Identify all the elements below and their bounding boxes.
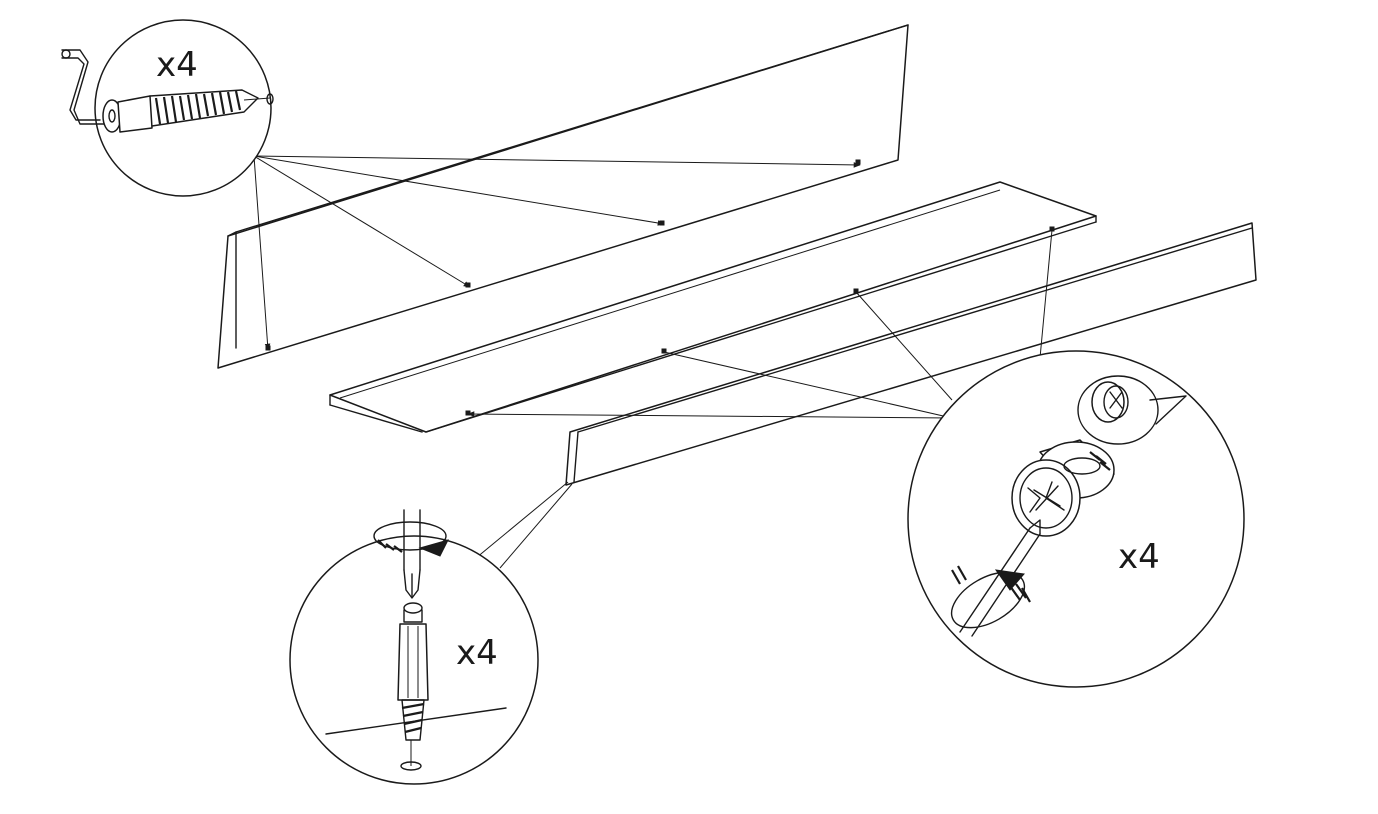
wood-screw-callout: x4 bbox=[61, 19, 274, 197]
screw-callout-arrows bbox=[253, 155, 861, 351]
cam-dowel-quantity: x4 bbox=[456, 633, 498, 673]
cam-lock-head-detail bbox=[1077, 375, 1187, 445]
dowel-leaders bbox=[475, 481, 573, 569]
back-panel-holes bbox=[265, 159, 861, 351]
cam-lock-callout: x4 bbox=[907, 350, 1245, 688]
allen-key-icon bbox=[61, 49, 105, 125]
shelf-board bbox=[329, 181, 1097, 433]
cam-screwdriver-icon bbox=[950, 519, 1041, 637]
wood-screw-quantity: x4 bbox=[156, 45, 198, 85]
back-panel bbox=[217, 24, 909, 369]
cam-lock-leaders bbox=[465, 226, 1055, 419]
cam-bolt-screw-icon bbox=[102, 89, 274, 133]
cam-dowel-callout: x4 bbox=[289, 509, 539, 785]
cam-lock-icon bbox=[1011, 439, 1115, 537]
cam-dowel-icon bbox=[397, 602, 429, 766]
screwdriver-icon bbox=[373, 509, 449, 599]
cam-lock-quantity: x4 bbox=[1118, 537, 1160, 577]
